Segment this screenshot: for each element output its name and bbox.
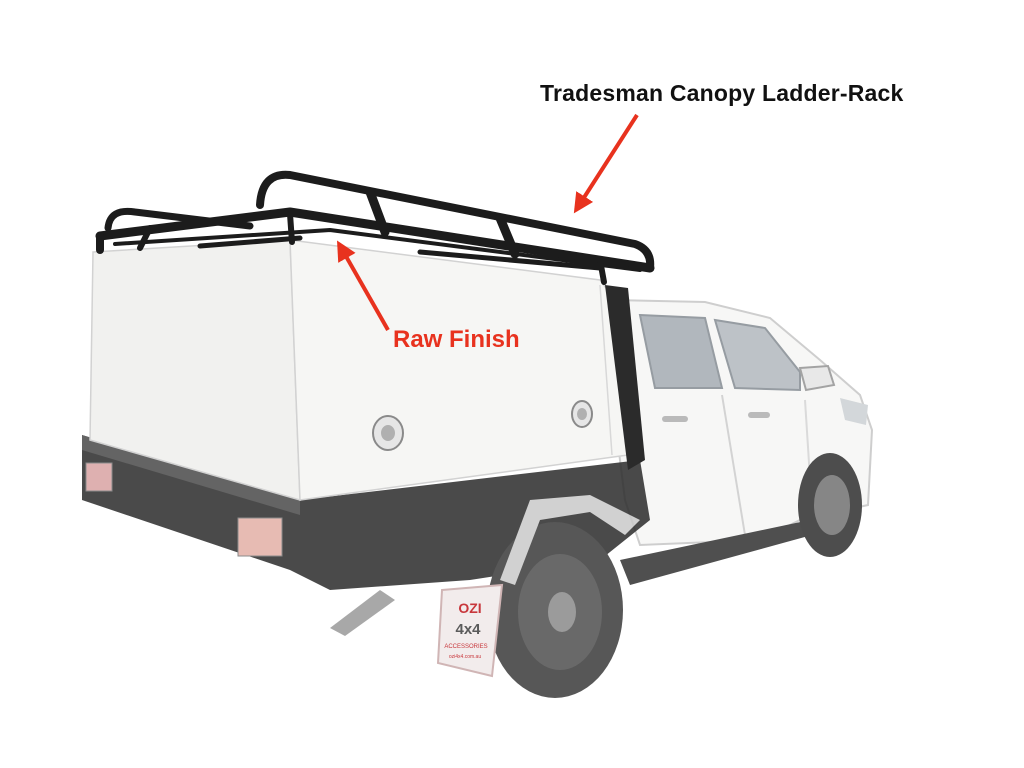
- mudflap-website: ozi4x4.com.au: [449, 654, 481, 660]
- mudflap-brand-accessories: ACCESSORIES: [444, 644, 487, 650]
- side-step: [620, 520, 812, 585]
- side-mirror: [798, 364, 836, 392]
- lock-icon: [571, 400, 593, 428]
- mudflap-brand: OZI: [458, 600, 481, 616]
- exhaust: [330, 590, 395, 636]
- canopy-front-post: [605, 285, 645, 470]
- product-label: Tradesman Canopy Ladder-Rack: [540, 80, 904, 106]
- tail-light: [237, 517, 283, 557]
- mudflap: OZI 4x4 ACCESSORIES ozi4x4.com.au: [436, 583, 504, 678]
- mud-guard: [500, 495, 640, 585]
- door-handle: [748, 412, 770, 418]
- door-handle: [662, 416, 688, 422]
- mudflap-brand-sub: 4x4: [455, 621, 481, 638]
- headlight: [840, 398, 868, 425]
- ladder-rack: [95, 170, 655, 285]
- front-window: [713, 318, 801, 392]
- tray-body: [82, 435, 650, 698]
- finish-label: Raw Finish: [393, 326, 520, 353]
- canopy: [89, 239, 645, 502]
- rear-window: [638, 313, 724, 389]
- ute-cab: [610, 298, 874, 585]
- tail-light: [85, 462, 113, 492]
- lock-icon: [372, 415, 404, 451]
- arrow-left-icon: [337, 240, 390, 331]
- arrow-right-icon: [573, 113, 639, 214]
